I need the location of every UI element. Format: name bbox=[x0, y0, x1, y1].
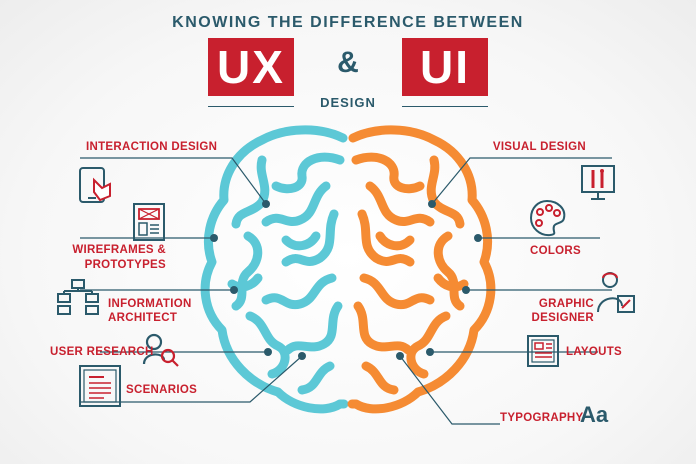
interaction-design-label: INTERACTION DESIGN bbox=[86, 141, 218, 153]
ux-brain bbox=[200, 125, 349, 414]
ui-brain bbox=[347, 125, 496, 414]
ampersand: & bbox=[337, 46, 359, 79]
visual-design-label: VISUAL DESIGN bbox=[492, 141, 586, 153]
palette-icon bbox=[529, 199, 566, 237]
monitor-tools-icon bbox=[581, 165, 615, 200]
user-search-icon bbox=[142, 333, 179, 367]
layout-icon bbox=[527, 335, 559, 367]
colors-label: COLORS bbox=[530, 245, 581, 257]
ui-connector-dots bbox=[396, 200, 482, 360]
designer-icon bbox=[597, 272, 635, 313]
sitemap-icon bbox=[57, 279, 99, 315]
ux-underline bbox=[208, 106, 294, 107]
header-title: KNOWING THE DIFFERENCE BETWEEN bbox=[172, 14, 524, 31]
information-architect-label-line1: INFORMATION bbox=[108, 298, 192, 310]
typography-icon: Aa bbox=[580, 402, 609, 427]
design-label: DESIGN bbox=[320, 95, 376, 110]
ui-underline bbox=[402, 106, 488, 107]
ux-connector-dots bbox=[210, 200, 306, 360]
wireframes-label-line1: WIREFRAMES & bbox=[72, 244, 166, 256]
ui-box: UI bbox=[402, 38, 488, 96]
information-architect-label-line2: ARCHITECT bbox=[108, 312, 178, 324]
user-research-label: USER RESEARCH bbox=[50, 346, 154, 358]
ux-box: UX bbox=[208, 38, 294, 96]
layouts-label: LAYOUTS bbox=[566, 346, 622, 358]
graphic-designer-label-line1: GRAPHIC bbox=[538, 298, 594, 310]
tablet-touch-icon bbox=[79, 167, 111, 203]
scenarios-label: SCENARIOS bbox=[126, 384, 198, 396]
wireframe-doc-icon bbox=[133, 203, 165, 241]
graphic-designer-label-line2: DESIGNER bbox=[531, 312, 594, 324]
typography-label: TYPOGRAPHY bbox=[500, 412, 584, 424]
ui-connectors bbox=[399, 157, 612, 425]
wireframes-label-line2: PROTOTYPES bbox=[84, 259, 166, 271]
ux-connectors bbox=[80, 157, 303, 403]
scenario-doc-icon bbox=[79, 365, 121, 407]
